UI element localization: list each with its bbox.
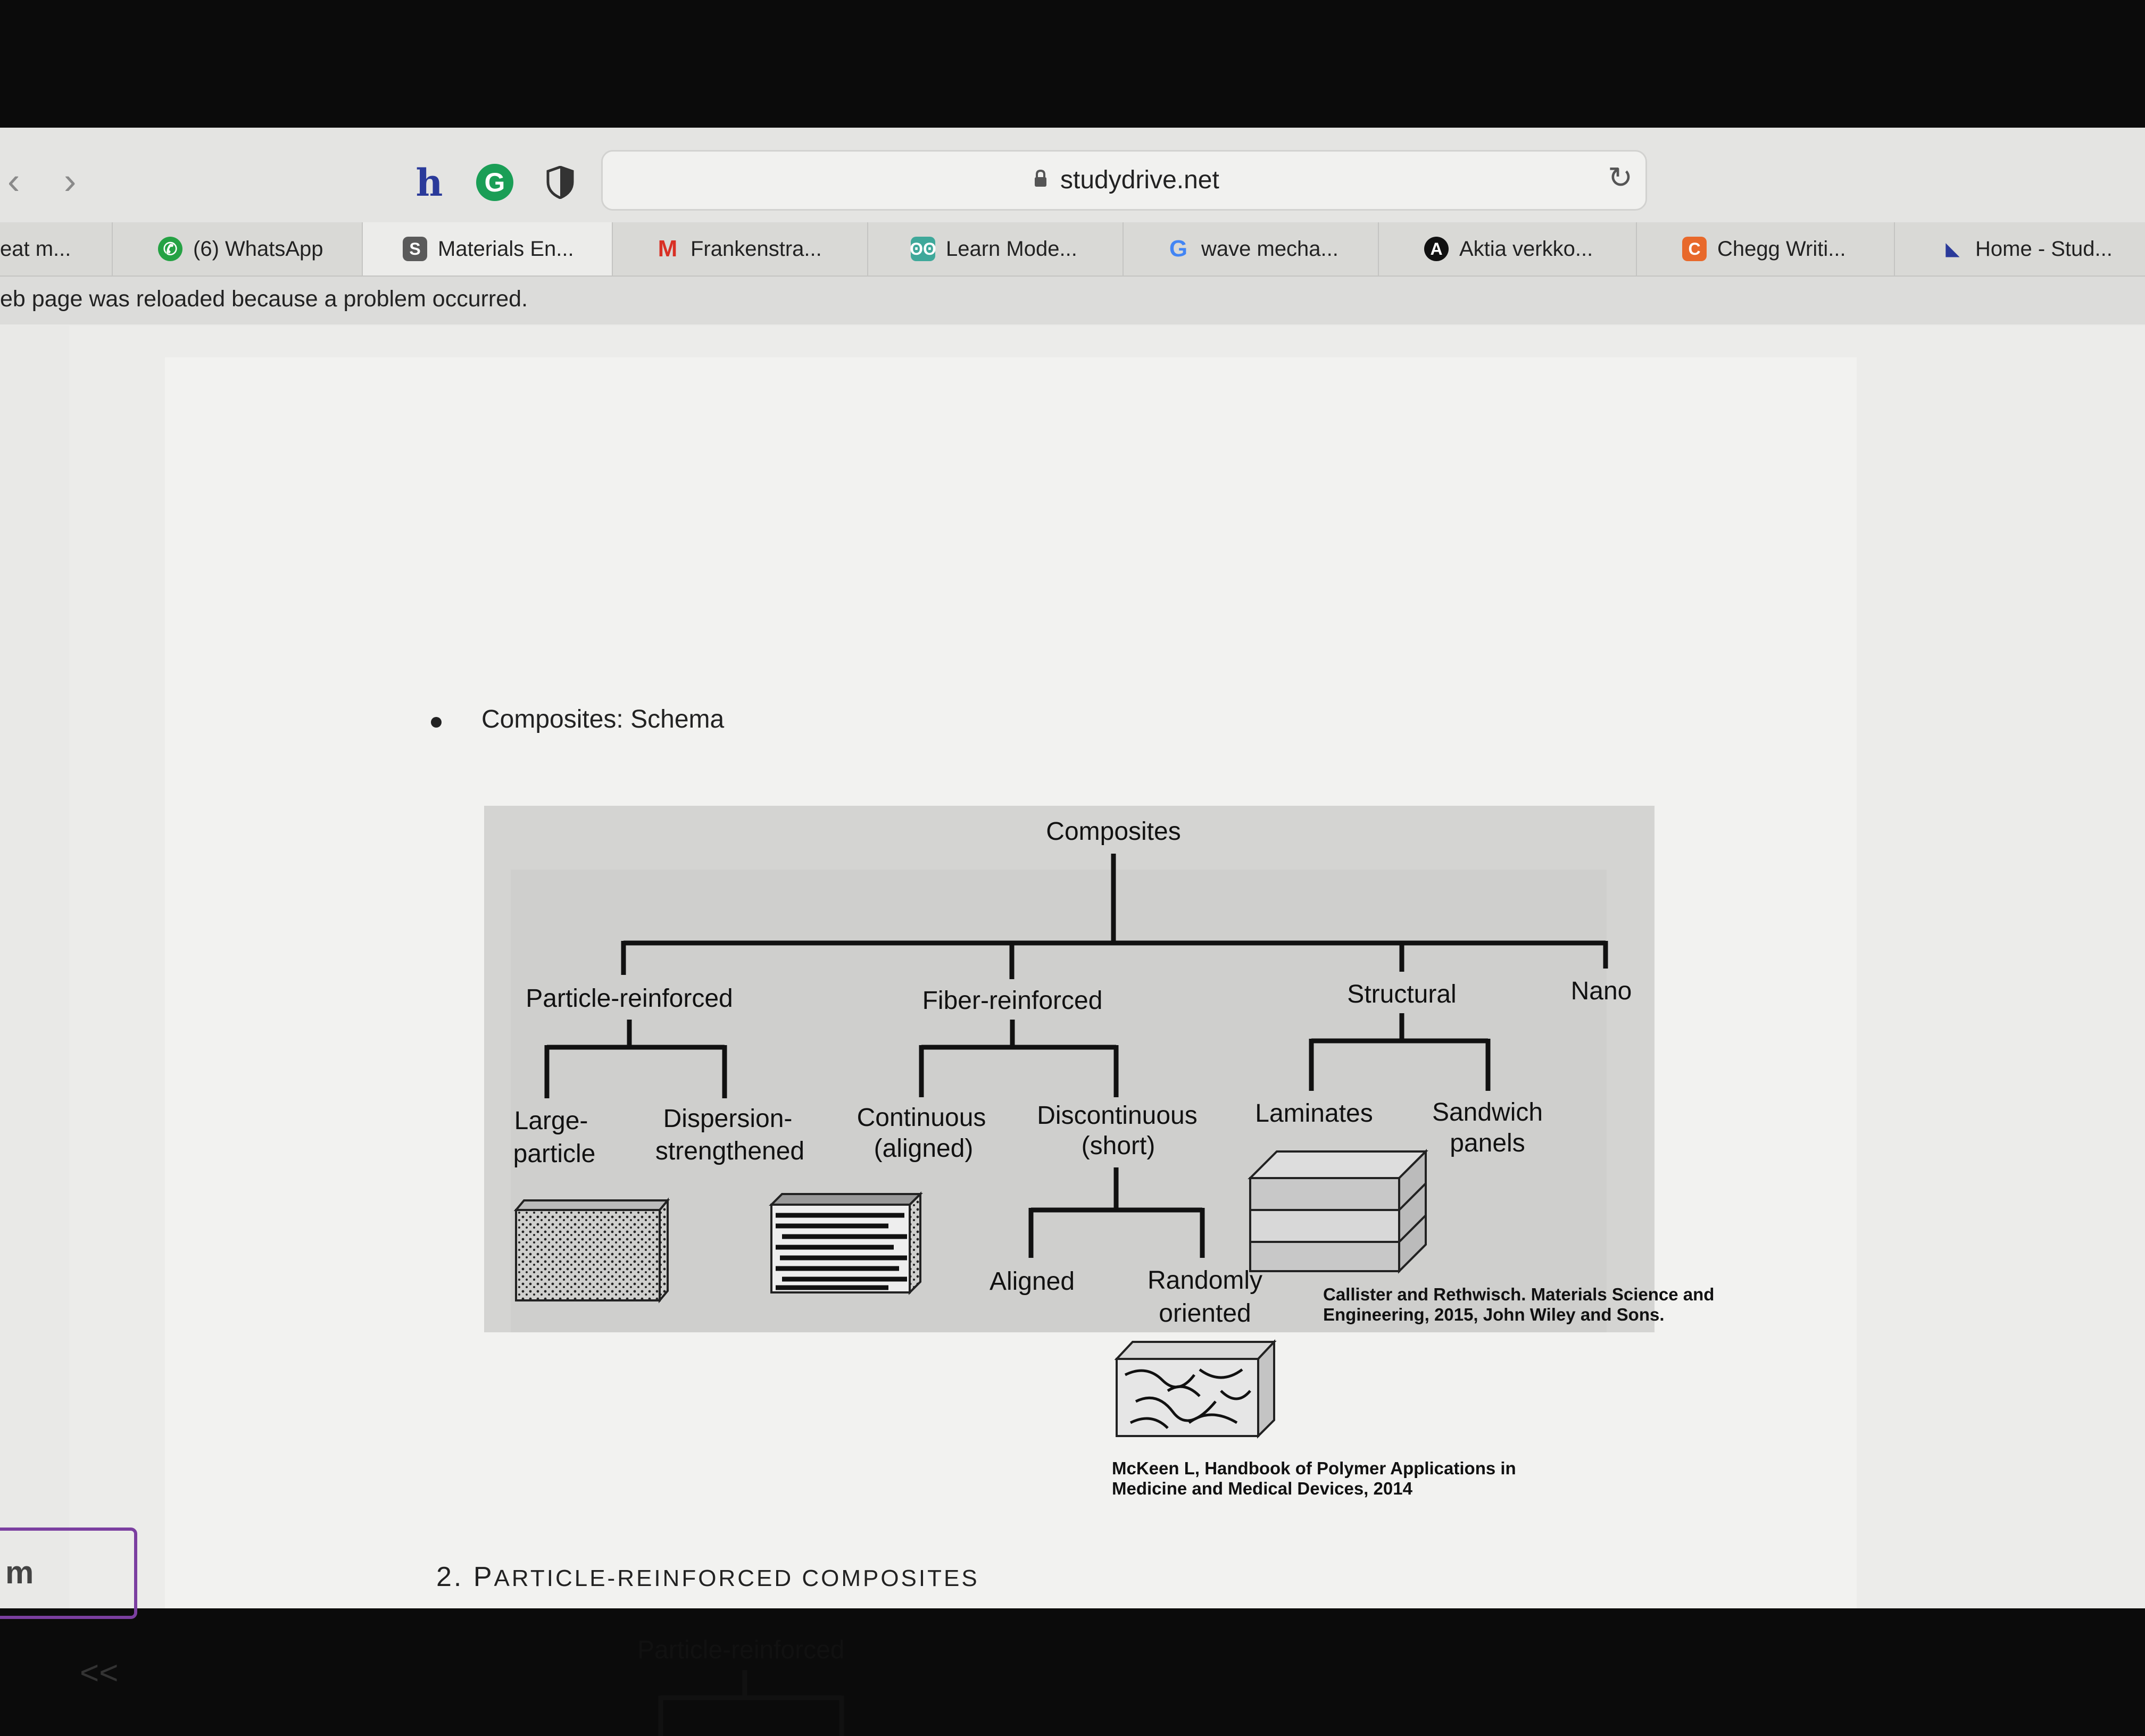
node-large-particle-1: Large- xyxy=(514,1107,588,1135)
composites-schema-diagram: Composites Particle-reinforced Fiber-rei… xyxy=(484,806,1655,1332)
tree-lines xyxy=(544,854,1608,1258)
node-composites: Composites xyxy=(1046,817,1180,846)
chegg-icon: C xyxy=(1682,237,1707,261)
tab-aktia[interactable]: A Aktia verkko... xyxy=(1378,222,1636,276)
url-text: studydrive.net xyxy=(1060,166,1219,194)
node-sandwich-1: Sandwich xyxy=(1432,1098,1543,1126)
lock-icon xyxy=(1035,170,1046,187)
collapse-sidebar-button[interactable]: << xyxy=(80,1655,119,1691)
tab-label: eat m... xyxy=(0,237,71,261)
citation-mckeen: McKeen L, Handbook of Polymer Applicatio… xyxy=(1112,1458,1516,1499)
fiber-cube-illustration xyxy=(769,1191,923,1295)
node-laminates: Laminates xyxy=(1255,1099,1373,1128)
tab-home-studydrive[interactable]: ◣ Home - Stud... xyxy=(1894,222,2145,276)
tab-label: Frankenstra... xyxy=(691,237,822,261)
tab-label: Learn Mode... xyxy=(946,237,1077,261)
sidebar-action-button[interactable]: m xyxy=(0,1528,137,1619)
bullet-point xyxy=(431,717,442,728)
tab-0[interactable]: eat m... xyxy=(0,222,112,276)
tab-label: Aktia verkko... xyxy=(1459,237,1593,261)
citation-line: McKeen L, Handbook of Polymer Applicatio… xyxy=(1112,1458,1516,1478)
tab-label: Chegg Writi... xyxy=(1717,237,1846,261)
tab-label: wave mecha... xyxy=(1201,237,1338,261)
node-discontinuous-1: Discontinuous xyxy=(1037,1101,1198,1130)
node-aligned: Aligned xyxy=(990,1267,1075,1296)
node-dispersion-1: Dispersion- xyxy=(663,1105,793,1133)
node-sandwich-2: panels xyxy=(1450,1129,1525,1157)
tab-whatsapp[interactable]: ✆ (6) WhatsApp xyxy=(112,222,362,276)
random-fiber-cube-illustration xyxy=(1115,1339,1277,1439)
shield-icon[interactable] xyxy=(542,164,579,201)
tab-label: Home - Stud... xyxy=(1975,237,2113,261)
tab-learn-mode[interactable]: ʘʘ Learn Mode... xyxy=(867,222,1123,276)
diagram-inner-shade xyxy=(511,870,1607,1332)
node-large-particle-2: particle xyxy=(513,1140,596,1168)
node-particle-reinforced: Particle-reinforced xyxy=(526,984,733,1013)
citation-line: Engineering, 2015, John Wiley and Sons. xyxy=(1323,1305,1665,1324)
node-continuous-2: (aligned) xyxy=(874,1134,974,1163)
laminate-block-illustration xyxy=(1248,1149,1428,1274)
section-title-rest: ARTICLE-REINFORCED COMPOSITES xyxy=(494,1565,979,1591)
reload-icon[interactable]: ↻ xyxy=(1608,161,1633,194)
section-number: 2. xyxy=(436,1562,464,1592)
sub-diagram-lines xyxy=(658,1670,844,1736)
address-bar[interactable]: studydrive.net ↻ xyxy=(601,150,1647,211)
bullet-text: Composites: Schema xyxy=(481,705,725,733)
google-icon: G xyxy=(1169,236,1188,262)
tab-gmail[interactable]: M Frankenstra... xyxy=(612,222,867,276)
tab-label: (6) WhatsApp xyxy=(193,237,323,261)
whatsapp-icon: ✆ xyxy=(158,237,182,261)
studydrive-icon: ◣ xyxy=(1946,239,1959,258)
node-continuous-1: Continuous xyxy=(857,1104,986,1132)
node-discontinuous-2: (short) xyxy=(1082,1132,1155,1160)
node-dispersion-2: strengthened xyxy=(655,1137,804,1165)
section-title-initial: P xyxy=(473,1562,494,1592)
citation-line: Callister and Rethwisch. Materials Scien… xyxy=(1323,1284,1715,1304)
forward-icon[interactable]: › xyxy=(64,160,77,202)
reload-notice-bar: eb page was reloaded because a problem o… xyxy=(0,277,2145,324)
citation-line: Medicine and Medical Devices, 2014 xyxy=(1112,1479,1412,1498)
node-fiber-reinforced: Fiber-reinforced xyxy=(922,987,1103,1015)
browser-window: ‹ › h G studydrive.net ↻ eat m... ✆ (6) … xyxy=(0,128,2145,1736)
reload-notice-text: eb page was reloaded because a problem o… xyxy=(0,286,528,312)
node-nano: Nano xyxy=(1571,977,1632,1005)
gmail-icon: M xyxy=(658,236,678,262)
studydrive-s-icon: S xyxy=(403,237,427,261)
section-heading: 2. PARTICLE-REINFORCED COMPOSITES xyxy=(436,1561,979,1593)
sidebar-action-label: m xyxy=(5,1555,34,1590)
tab-label: Materials En... xyxy=(438,237,574,261)
aktia-icon: A xyxy=(1424,237,1449,261)
back-icon[interactable]: ‹ xyxy=(7,160,20,202)
citation-callister: Callister and Rethwisch. Materials Scien… xyxy=(1323,1284,1714,1325)
particle-cube-illustration xyxy=(513,1197,670,1304)
tab-google[interactable]: G wave mecha... xyxy=(1123,222,1378,276)
sub-diagram-label: Particle-reinforced xyxy=(637,1636,845,1664)
node-structural: Structural xyxy=(1347,980,1456,1008)
node-randomly-1: Randomly xyxy=(1148,1266,1262,1295)
owl-icon: ʘʘ xyxy=(910,237,936,261)
node-randomly-2: oriented xyxy=(1159,1299,1251,1328)
browser-toolbar: ‹ › h G studydrive.net ↻ xyxy=(0,128,2145,222)
grammarly-icon[interactable]: G xyxy=(476,164,513,201)
tab-chegg[interactable]: C Chegg Writi... xyxy=(1636,222,1894,276)
tab-bar: eat m... ✆ (6) WhatsApp S Materials En..… xyxy=(0,222,2145,277)
tab-materials[interactable]: S Materials En... xyxy=(362,222,612,276)
extension-h-icon[interactable]: h xyxy=(415,160,443,205)
